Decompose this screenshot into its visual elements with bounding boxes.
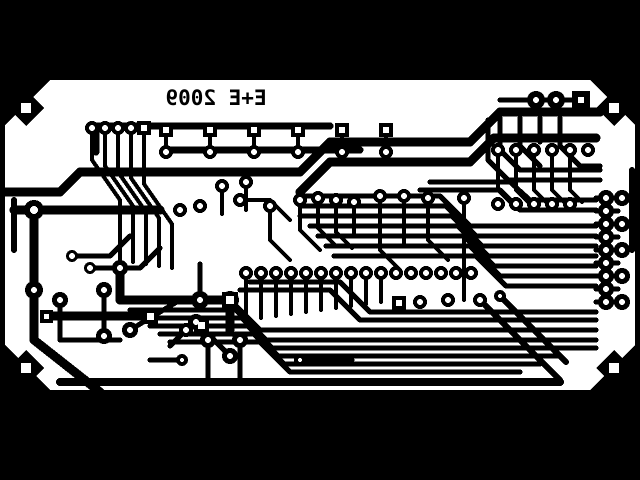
fiducial-bottom-left	[8, 350, 44, 386]
fiducial-markers	[8, 90, 632, 386]
letterbox-bottom	[0, 392, 640, 480]
fiducial-bottom-right	[596, 350, 632, 386]
fiducial-top-left	[8, 90, 44, 126]
silkscreen-layer: E+E 2009	[165, 86, 266, 110]
letterbox-top	[0, 0, 640, 78]
silkscreen-label: E+E 2009	[165, 86, 266, 110]
right-edge-bus	[297, 179, 599, 289]
header-5pin-traces	[90, 126, 174, 270]
pads-layer	[24, 91, 630, 366]
lower-right-diagonals	[477, 293, 569, 383]
fiducial-top-right	[596, 90, 632, 126]
main-power-trace	[0, 107, 605, 197]
